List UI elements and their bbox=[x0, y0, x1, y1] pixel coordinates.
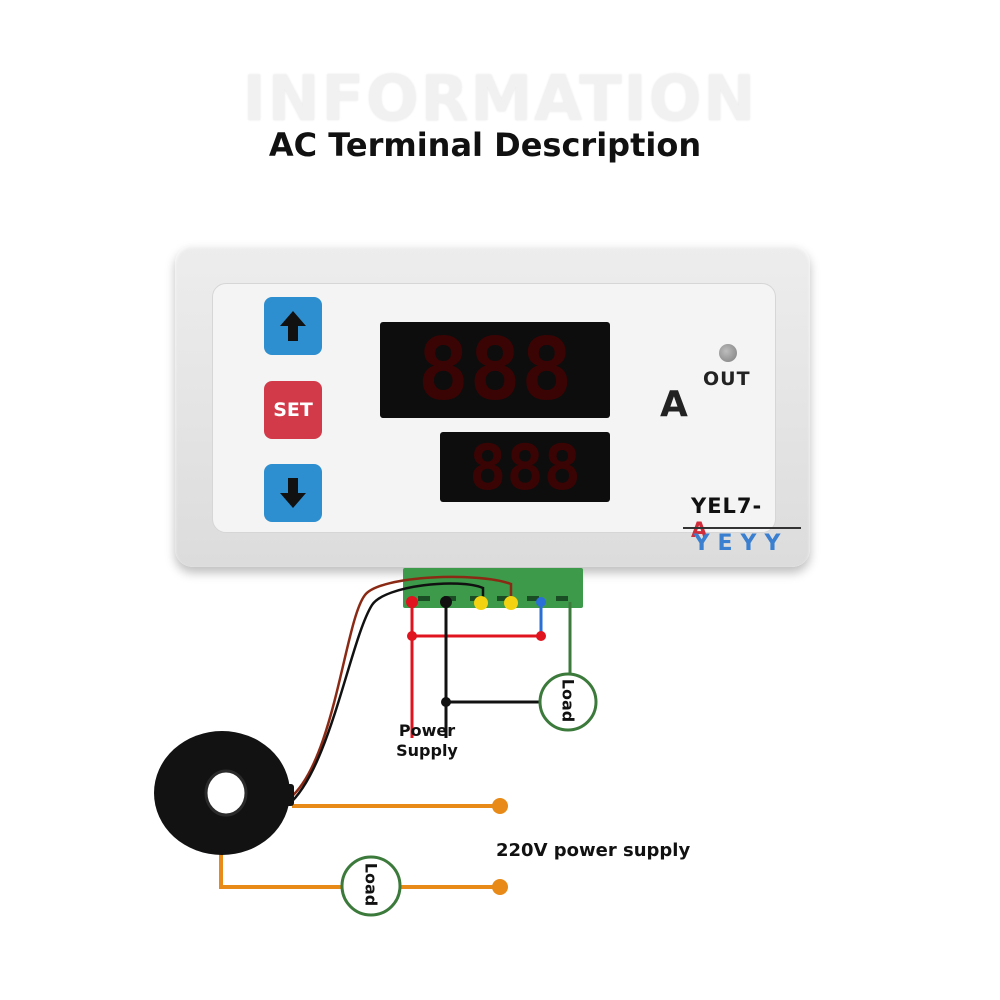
power-supply-label: Power Supply bbox=[392, 721, 462, 761]
down-button[interactable] bbox=[264, 464, 322, 522]
power-supply-label-line1: Power bbox=[398, 721, 456, 740]
page-title: AC Terminal Description bbox=[268, 126, 702, 164]
terminal-dot-yellow-2 bbox=[504, 596, 518, 610]
terminal-dot-black bbox=[440, 596, 452, 608]
set-button[interactable]: SET bbox=[264, 381, 322, 439]
front-panel: SET 888 888 A OUT YEL7-A YEYY bbox=[212, 283, 801, 556]
brand-logo: YEYY bbox=[693, 531, 789, 556]
setpoint-display-bottom: 888 bbox=[440, 430, 610, 504]
model-divider bbox=[683, 527, 801, 529]
lower-load-circle bbox=[340, 855, 402, 917]
set-button-label: SET bbox=[273, 399, 313, 421]
current-transformer-coil bbox=[154, 731, 294, 855]
power-supply-label-line2: Supply bbox=[396, 741, 458, 760]
mains-voltage-label: 220V power supply bbox=[496, 840, 691, 861]
upper-load-circle bbox=[538, 672, 598, 732]
out-label: OUT bbox=[703, 368, 751, 390]
terminal-dot-red bbox=[406, 596, 418, 608]
ct-black-lead bbox=[287, 582, 485, 806]
terminal-dot-blue bbox=[536, 597, 546, 607]
display-bottom-digits: 888 bbox=[469, 430, 581, 504]
current-relay-module: SET 888 888 A OUT YEL7-A YEYY bbox=[175, 245, 810, 567]
model-label: YEL7-A bbox=[691, 494, 775, 542]
up-button[interactable] bbox=[264, 297, 322, 355]
model-prefix: YEL7- bbox=[691, 494, 763, 518]
lower-load-label: Load bbox=[361, 862, 381, 907]
arrow-up-icon bbox=[280, 311, 306, 341]
arrow-down-icon bbox=[280, 478, 306, 508]
mains-terminal-top bbox=[492, 798, 508, 814]
junction-dot-red-left bbox=[407, 631, 417, 641]
current-display-top: 888 bbox=[380, 320, 610, 420]
out-indicator-led bbox=[719, 344, 737, 362]
upper-load-label: Load bbox=[558, 678, 578, 723]
ct-red-lead bbox=[289, 575, 513, 799]
information-watermark: INFORMATION bbox=[242, 62, 758, 135]
terminal-block bbox=[403, 568, 583, 608]
junction-dot-red-right bbox=[536, 631, 546, 641]
mains-terminal-bottom bbox=[492, 879, 508, 895]
terminal-dot-yellow-1 bbox=[474, 596, 488, 610]
model-suffix: A bbox=[691, 518, 709, 542]
display-top-digits: 888 bbox=[417, 320, 573, 420]
junction-dot-black bbox=[441, 697, 451, 707]
ampere-unit-label: A bbox=[660, 384, 688, 425]
